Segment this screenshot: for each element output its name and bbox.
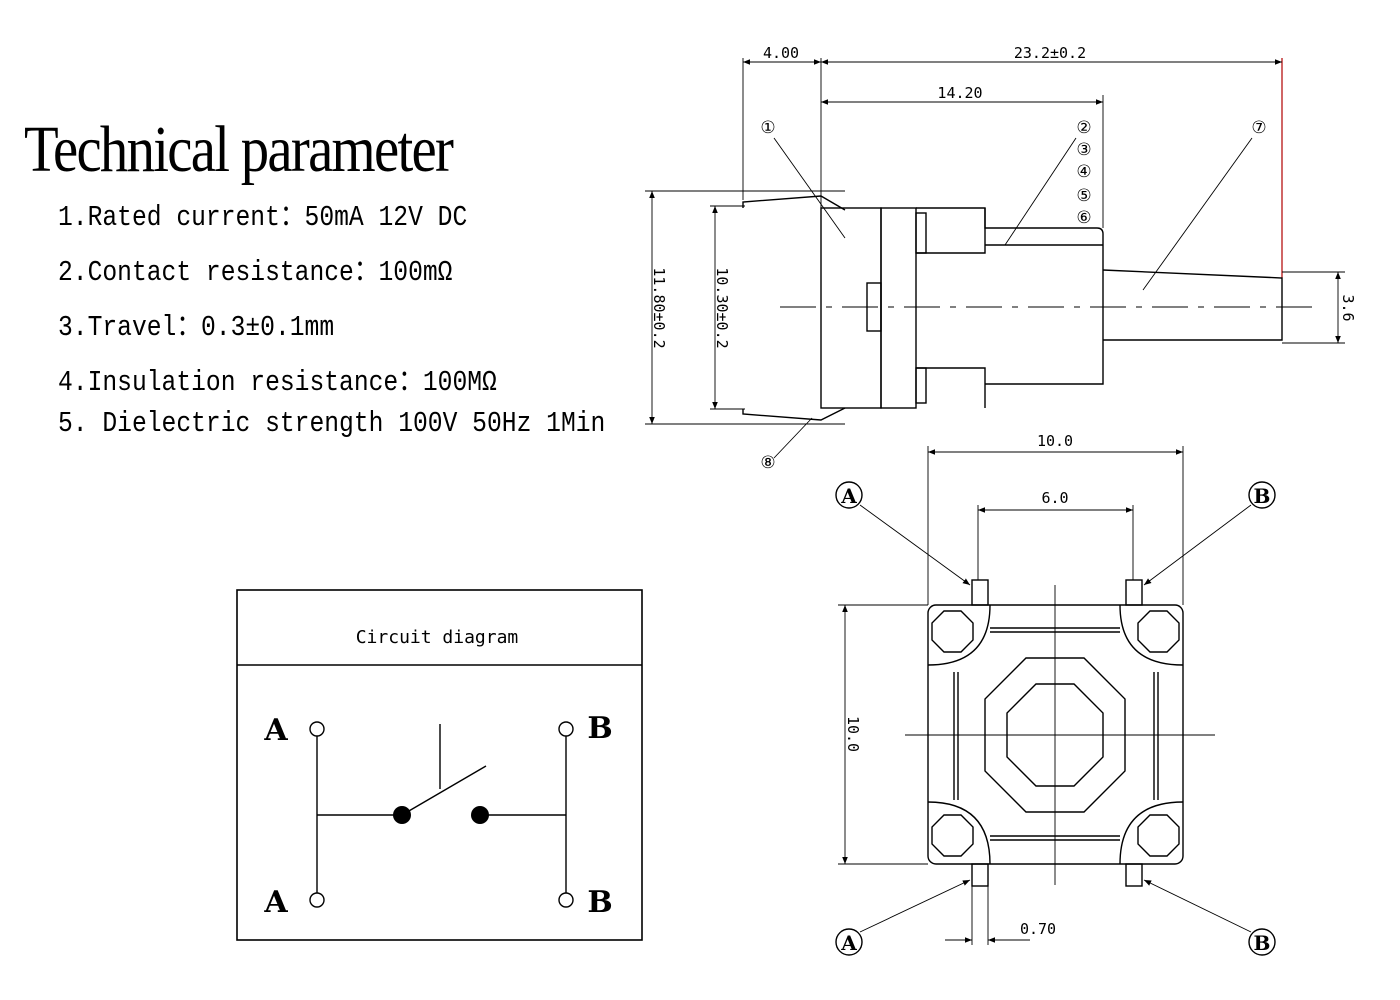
dim-pin-width: 0.70 [1020,920,1056,938]
param-dielectric-strength: 5. Dielectric strength 100V 50Hz 1Min [58,407,606,440]
pin-label-b-bottom: B [1254,931,1271,955]
callout-1: ① [760,118,775,138]
side-view: 4.00 23.2±0.2 14.20 11.80±0.2 10.30±0.2 … [645,44,1357,473]
circuit-label-a-top: A [263,713,288,748]
pin-label-b-top: B [1254,484,1271,508]
dim-shaft-diameter: 3.6 [1339,294,1357,321]
dim-height: 10.0 [844,716,862,752]
callout-7: ⑦ [1251,118,1266,138]
dim-pin-offset: 4.00 [763,44,799,62]
dim-width: 10.0 [1037,432,1073,450]
dim-total-length: 23.2±0.2 [1014,44,1086,62]
callout-5: ⑤ [1076,186,1091,206]
callout-6: ⑥ [1076,208,1091,228]
dim-outer-height: 11.80±0.2 [650,267,668,348]
param-travel: 3.Travel：0.3±0.1mm [58,311,335,344]
callout-4: ④ [1076,162,1091,182]
dim-pin-pitch: 6.0 [1041,489,1068,507]
callout-8: ⑧ [760,453,775,473]
top-view: 10.0 6.0 10.0 [835,432,1276,956]
dim-inner-height: 10.30±0.2 [713,267,731,348]
param-contact-resistance: 2.Contact resistance：100mΩ [58,256,453,289]
page-title: Technical parameter [24,113,454,186]
circuit-label-b-bottom: B [587,885,612,920]
circuit-label-b-top: B [587,711,612,746]
circuit-diagram: Circuit diagram A B A B [236,589,643,941]
circuit-title: Circuit diagram [356,627,519,648]
circuit-label-a-bottom: A [263,885,288,920]
callout-3: ③ [1076,140,1091,160]
pin-label-a-top: A [840,484,857,508]
pin-label-a-bottom: A [840,931,857,955]
dim-body-length: 14.20 [937,84,982,102]
callout-2: ② [1076,118,1091,138]
param-insulation-resistance: 4.Insulation resistance：100MΩ [58,366,497,399]
param-rated-current: 1.Rated current：50mA 12V DC [58,201,468,234]
